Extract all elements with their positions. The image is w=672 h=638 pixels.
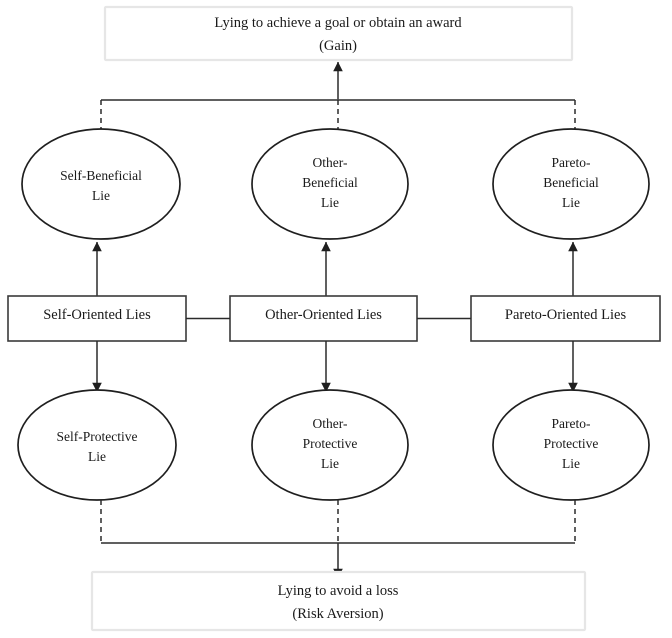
self-beneficial-lie-line2: Lie xyxy=(92,188,110,203)
other-beneficial-lie-line2: Beneficial xyxy=(302,175,358,190)
other-beneficial-lie-line1: Other- xyxy=(313,155,348,170)
pareto-beneficial-lie-shape xyxy=(492,128,650,240)
pareto-beneficial-lie-line2: Beneficial xyxy=(543,175,599,190)
node-pareto-protective-lie: Pareto- Protective Lie xyxy=(492,389,650,501)
pareto-protective-lie-line1: Pareto- xyxy=(552,416,591,431)
outcome-box-bottom-frame xyxy=(90,570,587,632)
self-protective-lie-shape xyxy=(17,389,177,501)
node-pareto-beneficial-lie: Pareto- Beneficial Lie xyxy=(492,128,650,240)
outcome-box-top-frame xyxy=(103,5,574,62)
node-other-oriented-lies: Other-Oriented Lies xyxy=(229,295,418,342)
pareto-oriented-lies-label: Pareto-Oriented Lies xyxy=(505,307,627,323)
outcome-bottom-line1: Lying to avoid a loss xyxy=(278,583,399,599)
pareto-oriented-lies-shape xyxy=(470,295,661,342)
other-protective-lie-line2: Protective xyxy=(303,436,358,451)
pareto-protective-lie-line2: Protective xyxy=(544,436,599,451)
pareto-beneficial-lie-line3: Lie xyxy=(562,195,580,210)
node-other-protective-lie: Other- Protective Lie xyxy=(251,389,409,501)
other-protective-lie-line1: Other- xyxy=(313,416,348,431)
self-protective-lie-line1: Self-Protective xyxy=(57,429,138,444)
node-other-beneficial-lie: Other- Beneficial Lie xyxy=(251,128,409,240)
pareto-protective-lie-line3: Lie xyxy=(562,456,580,471)
other-beneficial-lie-shape xyxy=(251,128,409,240)
node-pareto-oriented-lies: Pareto-Oriented Lies xyxy=(470,295,661,342)
other-oriented-lies-label: Other-Oriented Lies xyxy=(265,307,382,323)
outcome-top-line2: (Gain) xyxy=(319,38,357,54)
pareto-beneficial-lie-line1: Pareto- xyxy=(552,155,591,170)
other-protective-lie-shape xyxy=(251,389,409,501)
outcome-top-line1: Lying to achieve a goal or obtain an awa… xyxy=(214,15,462,31)
self-protective-lie-line2: Lie xyxy=(88,449,106,464)
other-protective-lie-line3: Lie xyxy=(321,456,339,471)
node-self-protective-lie: Self-Protective Lie xyxy=(17,389,177,501)
outcome-bottom-line2: (Risk Aversion) xyxy=(292,606,383,622)
outcome-box-bottom: Lying to avoid a loss (Risk Aversion) xyxy=(90,570,587,632)
pareto-protective-lie-shape xyxy=(492,389,650,501)
self-beneficial-lie-shape xyxy=(21,128,181,240)
node-self-beneficial-lie: Self-Beneficial Lie xyxy=(21,128,181,240)
other-beneficial-lie-line3: Lie xyxy=(321,195,339,210)
self-oriented-lies-label: Self-Oriented Lies xyxy=(43,307,151,323)
node-self-oriented-lies: Self-Oriented Lies xyxy=(7,295,187,342)
self-beneficial-lie-line1: Self-Beneficial xyxy=(60,168,142,183)
outcome-box-top: Lying to achieve a goal or obtain an awa… xyxy=(103,5,574,62)
